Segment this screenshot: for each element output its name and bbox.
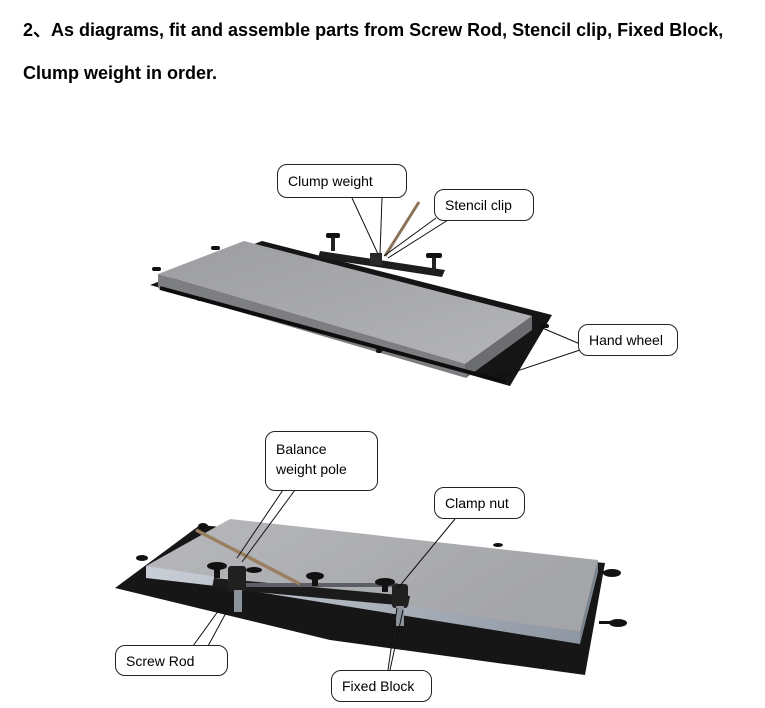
callout-fixed-block: Fixed Block — [331, 670, 432, 702]
figure-1-aluminum-plate — [158, 241, 532, 364]
instruction-heading-line-2: Clump weight in order. — [23, 63, 218, 83]
callout-stencil-clip: Stencil clip — [434, 189, 534, 221]
callout-stencil-clip-label: Stencil clip — [445, 197, 512, 213]
callout-hand-wheel: Hand wheel — [578, 324, 678, 356]
callout-screw-rod-label: Screw Rod — [126, 652, 195, 669]
callout-balance-label-line-1: Balance — [276, 441, 327, 457]
callout-clump-weight: Clump weight — [277, 164, 407, 198]
figure-2-perspective-view — [115, 489, 627, 675]
figure-1-top-view — [150, 197, 581, 386]
callout-hand-wheel-label: Hand wheel — [589, 332, 663, 348]
callout-balance-weight-pole: Balance weight pole — [265, 431, 378, 491]
callout-fixed-block-label: Fixed Block — [342, 678, 415, 694]
figure-2-aluminum-plate — [146, 519, 598, 632]
callout-clump-weight-label: Clump weight — [288, 173, 373, 189]
callout-clamp-nut-label: Clamp nut — [445, 495, 509, 511]
callout-clamp-nut: Clamp nut — [434, 487, 525, 519]
callout-balance-label-line-2: weight pole — [276, 461, 347, 477]
callout-screw-rod: Screw Rod — [115, 645, 228, 676]
instruction-heading-line-1: 2、As diagrams, fit and assemble parts fr… — [23, 20, 724, 40]
